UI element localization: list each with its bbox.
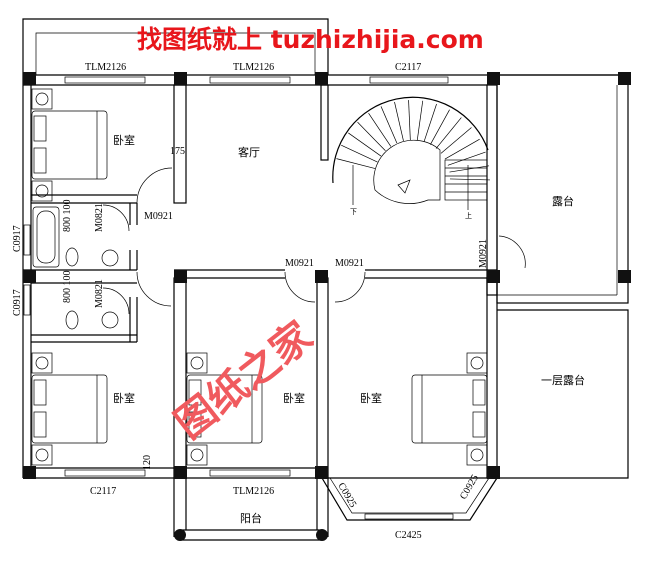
pillow-icon <box>472 411 486 438</box>
lamp-icon <box>190 356 204 370</box>
window-label: TLM2126 <box>233 62 274 73</box>
nightstand-icon <box>31 88 53 110</box>
dimension-label: 175 <box>170 146 185 157</box>
pillow-icon <box>33 379 47 406</box>
top-balcony <box>22 18 329 75</box>
door-label: M0921 <box>335 258 364 269</box>
room-label: 客厅 <box>238 145 260 159</box>
nightstand-icon <box>31 444 53 466</box>
lamp-icon <box>190 448 204 462</box>
terraces <box>496 74 629 479</box>
pillow-icon <box>472 379 486 406</box>
window-label: C0925 <box>458 473 481 502</box>
door-label: M0921 <box>144 211 173 222</box>
bed-icon <box>186 374 263 444</box>
pillow-icon <box>188 379 202 406</box>
sink-icon <box>101 249 119 267</box>
nightstand-icon <box>31 180 53 202</box>
pillow-icon <box>188 411 202 438</box>
stair-tread <box>429 109 450 145</box>
lamp-icon <box>35 184 49 198</box>
spiral-stair: 下 上 <box>332 96 490 220</box>
lamp-icon <box>470 356 484 370</box>
watermark-top: 找图纸就上 tuzhizhijia.com <box>137 25 484 54</box>
stair-tread <box>440 127 472 154</box>
door-label: M0921 <box>478 239 489 268</box>
stair-tread <box>336 158 376 169</box>
stair-tread <box>380 106 398 144</box>
stair-up-label: 上 <box>465 211 472 220</box>
room-label: 卧室 <box>113 133 135 147</box>
lamp-icon <box>35 92 49 106</box>
window-label: C0917 <box>12 225 23 252</box>
stair-tread <box>357 121 386 152</box>
stair-tread <box>435 117 462 149</box>
pillow-icon <box>33 411 47 438</box>
stair-tread <box>449 165 490 173</box>
room-label: 露台 <box>552 194 574 208</box>
window-label: C2425 <box>395 530 422 541</box>
nightstand-icon <box>186 444 208 466</box>
window-label: C2117 <box>90 486 116 497</box>
stair-tread <box>449 178 490 181</box>
bed-icon <box>411 374 488 444</box>
lamp-icon <box>470 448 484 462</box>
sink-icon <box>101 311 119 329</box>
stair-tread <box>444 138 480 160</box>
pillow-icon <box>33 115 47 142</box>
lamp-icon <box>35 356 49 370</box>
window-label: TLM2126 <box>85 62 126 73</box>
window-label: TLM2126 <box>233 486 274 497</box>
toilet-icon <box>65 247 79 267</box>
stair-down-label: 下 <box>350 208 357 216</box>
pillow-icon <box>33 147 47 174</box>
bath-fixtures <box>32 206 119 330</box>
dimension-label: 800 100 <box>62 200 73 233</box>
room-label: 卧室 <box>360 391 382 405</box>
room-label: 卧室 <box>283 391 305 405</box>
nightstand-icon <box>466 352 488 374</box>
nightstand-icon <box>466 444 488 466</box>
door-label: M0821 <box>94 279 105 308</box>
columns <box>23 72 631 479</box>
stair-tread <box>341 144 378 163</box>
stair-tread <box>348 132 382 157</box>
dimension-label: 120 <box>142 455 153 470</box>
stair-tread <box>408 100 411 141</box>
bathtub-icon <box>32 206 60 268</box>
stair-tread <box>416 100 424 141</box>
window-label: C0917 <box>12 289 23 316</box>
window-label: C2117 <box>395 62 421 73</box>
bed-icon <box>31 374 108 444</box>
beds <box>31 88 488 466</box>
door-label: M0921 <box>285 258 314 269</box>
stair-tread <box>368 113 392 147</box>
nightstand-icon <box>31 352 53 374</box>
toilet-icon <box>65 310 79 330</box>
stair-tread <box>394 101 404 142</box>
dimension-label: 800 100 <box>62 271 73 304</box>
stair-tread <box>447 151 486 166</box>
windows <box>23 76 449 477</box>
nightstand-icon <box>186 352 208 374</box>
lamp-icon <box>35 448 49 462</box>
room-label: 一层露台 <box>541 373 585 387</box>
stair-tread <box>423 103 437 143</box>
door-swings <box>102 167 526 315</box>
room-label: 阳台 <box>240 511 262 525</box>
bed-icon <box>31 110 108 180</box>
bottom-balcony <box>173 478 329 541</box>
room-label: 卧室 <box>113 391 135 405</box>
door-label: M0821 <box>94 203 105 232</box>
bay-window <box>321 477 498 521</box>
